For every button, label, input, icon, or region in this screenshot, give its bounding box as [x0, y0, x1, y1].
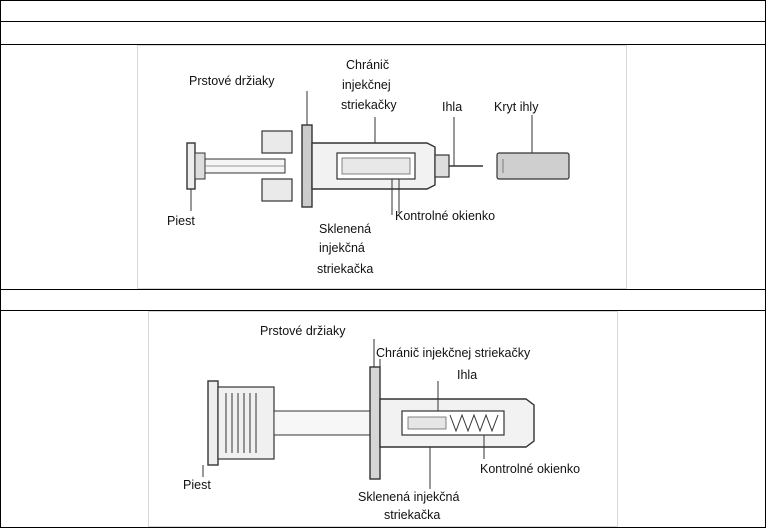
plunger-head — [186, 142, 196, 190]
label-needle: Ihla — [457, 368, 477, 382]
label-syringe-guard: Chránič injekčnej striekačky — [376, 346, 531, 360]
row-divider — [0, 289, 766, 290]
finger-grip-top — [261, 130, 293, 154]
label-glass-syringe: injekčná — [319, 241, 365, 255]
plunger-rod — [273, 410, 371, 436]
finger-grip-bottom — [261, 178, 293, 202]
syringe-diagram-after-use: Prstové držiaky Chránič injekčnej striek… — [148, 311, 618, 527]
plunger-coil — [225, 393, 257, 453]
label-viewing-window: Kontrolné okienko — [480, 462, 580, 476]
label-glass-syringe: striekačka — [384, 508, 440, 522]
syringe-diagram-before-use: Prstové držiaky Chránič injekčnej striek… — [137, 45, 627, 289]
label-viewing-window: Kontrolné okienko — [395, 209, 495, 223]
finger-grip — [369, 366, 381, 480]
label-syringe-guard: injekčnej — [342, 78, 391, 92]
label-glass-syringe: Sklenená — [319, 222, 371, 236]
row-divider — [0, 21, 766, 22]
label-needle: Ihla — [442, 100, 462, 114]
label-plunger: Piest — [183, 478, 211, 492]
label-needle-cover: Kryt ihly — [494, 100, 539, 114]
label-glass-syringe: striekačka — [317, 262, 373, 276]
label-plunger: Piest — [167, 214, 195, 228]
row-divider — [0, 310, 766, 311]
needle-cover — [496, 152, 570, 180]
label-glass-syringe: Sklenená injekčná — [358, 490, 460, 504]
plunger-head — [207, 380, 219, 466]
label-syringe-guard: Chránič — [346, 58, 389, 72]
label-finger-grips: Prstové držiaky — [260, 324, 346, 338]
row-divider — [0, 44, 766, 45]
label-syringe-guard: striekačky — [341, 98, 397, 112]
guard-spring — [449, 413, 499, 433]
label-finger-grips: Prstové držiaky — [189, 74, 275, 88]
